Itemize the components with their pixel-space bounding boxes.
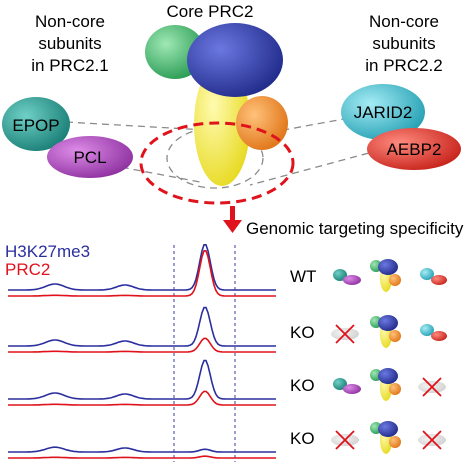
peak-guide-lines bbox=[173, 245, 236, 462]
left-heading-line-1: Non-core bbox=[35, 12, 105, 31]
genotype-label: KO bbox=[290, 323, 315, 342]
core-blue-mini bbox=[378, 259, 398, 275]
core-orange-subunit bbox=[236, 96, 288, 150]
core-orange-mini bbox=[389, 436, 401, 448]
pcl-mini bbox=[343, 384, 361, 394]
aebp2-subunit bbox=[367, 128, 461, 170]
removed-x-icon bbox=[422, 430, 442, 450]
targeting-region-outline bbox=[139, 121, 295, 205]
right-heading-line-3: in PRC2.2 bbox=[365, 56, 442, 75]
pcl-subunit bbox=[47, 136, 133, 178]
track-row: KO bbox=[8, 306, 447, 353]
pcl-label: PCL bbox=[73, 148, 106, 167]
h3k27me3-track bbox=[8, 446, 276, 453]
h3k27me3-track bbox=[8, 306, 276, 347]
right-heading-line-1: Non-core bbox=[369, 12, 439, 31]
connector-aebp2 bbox=[249, 149, 381, 186]
core-blue-mini bbox=[378, 368, 398, 384]
pcl-mini bbox=[343, 275, 361, 285]
core-orange-mini bbox=[389, 330, 401, 342]
arrow-label: Genomic targeting specificity bbox=[246, 219, 464, 238]
epop-label: EPOP bbox=[12, 116, 59, 135]
legend-prc2: PRC2 bbox=[5, 260, 50, 279]
track-row: WT bbox=[8, 244, 447, 297]
jarid2-mini bbox=[420, 324, 434, 336]
aebp2-mini bbox=[431, 275, 447, 285]
down-arrow-icon bbox=[223, 206, 242, 233]
prc2-track bbox=[8, 337, 276, 353]
track-row: KO bbox=[8, 421, 446, 459]
removed-x-icon bbox=[335, 324, 355, 344]
core-prc2-complex bbox=[145, 23, 288, 186]
core-blue-mini bbox=[378, 421, 398, 437]
genotype-label: KO bbox=[290, 429, 315, 448]
jarid2-subunit bbox=[341, 84, 425, 140]
h3k27me3-track bbox=[8, 244, 276, 291]
right-heading-line-2: subunits bbox=[372, 34, 435, 53]
core-orange-mini bbox=[389, 383, 401, 395]
jarid2-label: JARID2 bbox=[354, 103, 413, 122]
core-heading: Core PRC2 bbox=[167, 2, 254, 21]
prc21-subunits: EPOP PCL bbox=[2, 97, 133, 178]
left-heading-line-3: in PRC2.1 bbox=[31, 56, 108, 75]
prc2-track bbox=[8, 455, 276, 459]
epop-mini bbox=[333, 378, 347, 390]
jarid2-mini bbox=[420, 268, 434, 280]
removed-x-icon bbox=[422, 377, 442, 397]
aebp2-label: AEBP2 bbox=[387, 140, 442, 159]
genotype-label: KO bbox=[290, 376, 315, 395]
left-heading-line-2: subunits bbox=[38, 34, 101, 53]
aebp2-mini bbox=[431, 331, 447, 341]
genomic-track-rows: WT KO KO KO bbox=[8, 244, 447, 459]
core-blue-subunit bbox=[187, 23, 283, 97]
track-row: KO bbox=[8, 359, 446, 406]
epop-mini bbox=[333, 269, 347, 281]
h3k27me3-track bbox=[8, 359, 276, 400]
prc2-track bbox=[8, 390, 276, 406]
removed-x-icon bbox=[335, 430, 355, 450]
prc22-subunits: JARID2 AEBP2 bbox=[341, 84, 461, 170]
core-orange-mini bbox=[389, 274, 401, 286]
epop-subunit bbox=[2, 97, 70, 151]
core-blue-mini bbox=[378, 315, 398, 331]
prc2-track bbox=[8, 250, 276, 297]
legend-h3k27me3: H3K27me3 bbox=[5, 242, 90, 261]
genotype-label: WT bbox=[290, 267, 316, 286]
